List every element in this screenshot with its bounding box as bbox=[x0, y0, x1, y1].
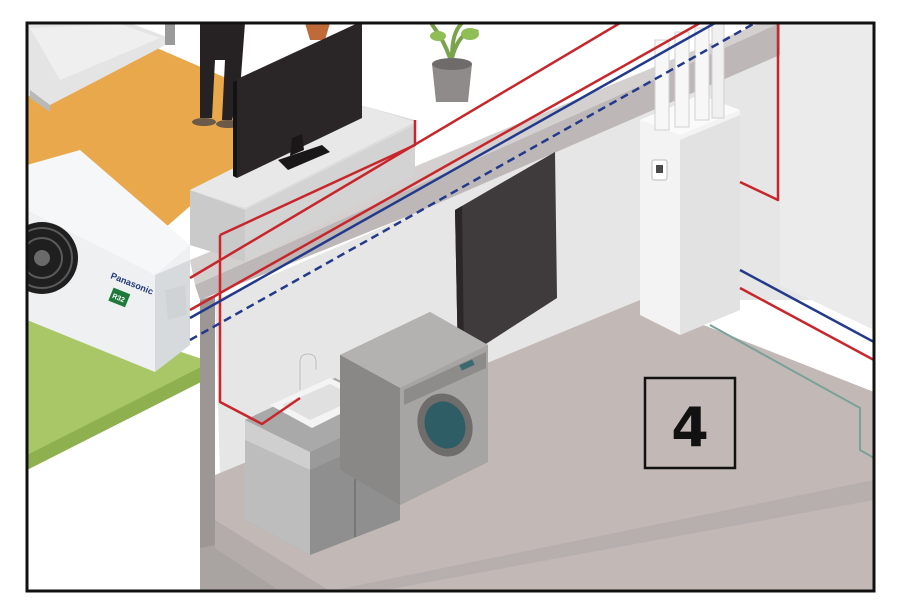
lawn bbox=[27, 300, 205, 462]
zone-number: 4 bbox=[671, 396, 709, 459]
refrigerant-label: R32 bbox=[111, 293, 126, 304]
hot-water-tank bbox=[640, 23, 740, 335]
television bbox=[233, 23, 362, 178]
washing-machine bbox=[340, 312, 488, 505]
plant bbox=[429, 23, 479, 102]
zone-number-box: 4 bbox=[643, 376, 737, 470]
refrigerant-badge bbox=[108, 287, 131, 308]
outdoor-heat-pump-unit: Panasonic R32 bbox=[27, 150, 190, 372]
frame-border bbox=[25, 21, 876, 593]
refrigerant-pipes bbox=[189, 23, 874, 459]
door bbox=[455, 152, 557, 362]
